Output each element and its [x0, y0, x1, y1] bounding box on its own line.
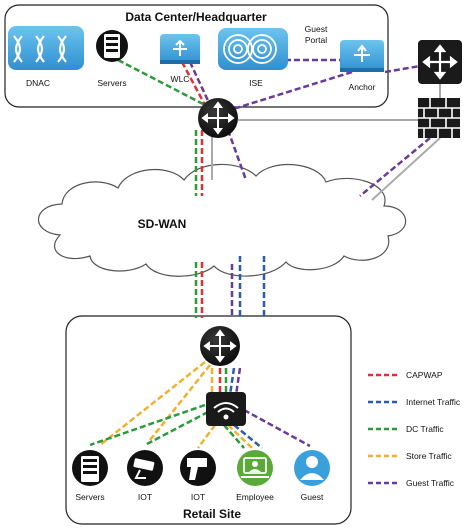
ise-icon — [218, 28, 288, 70]
internet-line-ap-employee — [233, 424, 263, 449]
capwap-line-wlc — [180, 61, 207, 106]
internet-line-router-ap — [228, 367, 236, 396]
sd-wan-cloud — [37, 163, 407, 277]
servers-hq-label: Servers — [97, 78, 126, 88]
hq-router-icon — [198, 98, 238, 138]
retail-site-title: Retail Site — [183, 507, 241, 521]
store-line-router-servers — [99, 361, 206, 446]
retail-router-icon — [200, 326, 240, 366]
guest-line-wlc — [188, 61, 212, 106]
store-line-ap-iot2 — [196, 424, 217, 449]
access-point-icon — [206, 392, 246, 426]
internet-line-firewall-cloud — [371, 137, 441, 201]
iot-scanner-icon — [180, 450, 216, 486]
employee-icon — [237, 450, 273, 486]
headquarter-title: Data Center/Headquarter — [125, 10, 267, 24]
ise-label: ISE — [249, 78, 263, 88]
guest-line-anchor — [229, 70, 353, 112]
guest-icon — [294, 450, 330, 486]
legend-label: CAPWAP — [406, 370, 443, 380]
dc-line-servers-hq — [117, 58, 206, 107]
guest-label: Guest — [301, 492, 324, 502]
guest-line-anchor-switch — [384, 64, 421, 74]
iot2-label: IOT — [191, 492, 205, 502]
legend-label: Store Traffic — [406, 451, 452, 461]
dc-line-ap-iot — [144, 410, 209, 447]
legend-label: Guest Traffic — [406, 478, 455, 488]
dnac-icon — [8, 26, 84, 70]
anchor-label: Anchor — [349, 82, 376, 92]
traffic-lines — [89, 58, 441, 449]
switch-icon — [418, 40, 462, 84]
iot1-label: IOT — [138, 492, 152, 502]
firewall-icon — [418, 98, 460, 138]
dc-line-ap-employee — [223, 424, 245, 449]
store-line-ap-employee — [227, 424, 253, 449]
employee-label: Employee — [236, 492, 274, 502]
guest-portal-label-line2: Portal — [305, 35, 327, 45]
servers-retail-label: Servers — [75, 492, 104, 502]
wlc-icon — [160, 34, 200, 64]
servers-retail-icon — [72, 450, 108, 486]
dnac-label: DNAC — [26, 78, 50, 88]
iot-camera-icon — [127, 450, 163, 486]
anchor-icon — [340, 40, 384, 72]
servers-hq-icon — [96, 30, 128, 62]
legend-label: Internet Traffic — [406, 397, 461, 407]
guest-line-firewall-cloud — [359, 137, 431, 197]
guest-line-router-ap — [234, 367, 242, 396]
dc-line-ap-servers — [89, 403, 206, 447]
sd-wan-label: SD-WAN — [138, 217, 187, 231]
guest-portal-label-line1: Guest — [305, 24, 328, 34]
guest-line-ap-guest — [243, 408, 311, 448]
wlc-label: WLC — [171, 74, 190, 84]
store-line-router-iot — [149, 364, 211, 441]
legend-label: DC Traffic — [406, 424, 444, 434]
